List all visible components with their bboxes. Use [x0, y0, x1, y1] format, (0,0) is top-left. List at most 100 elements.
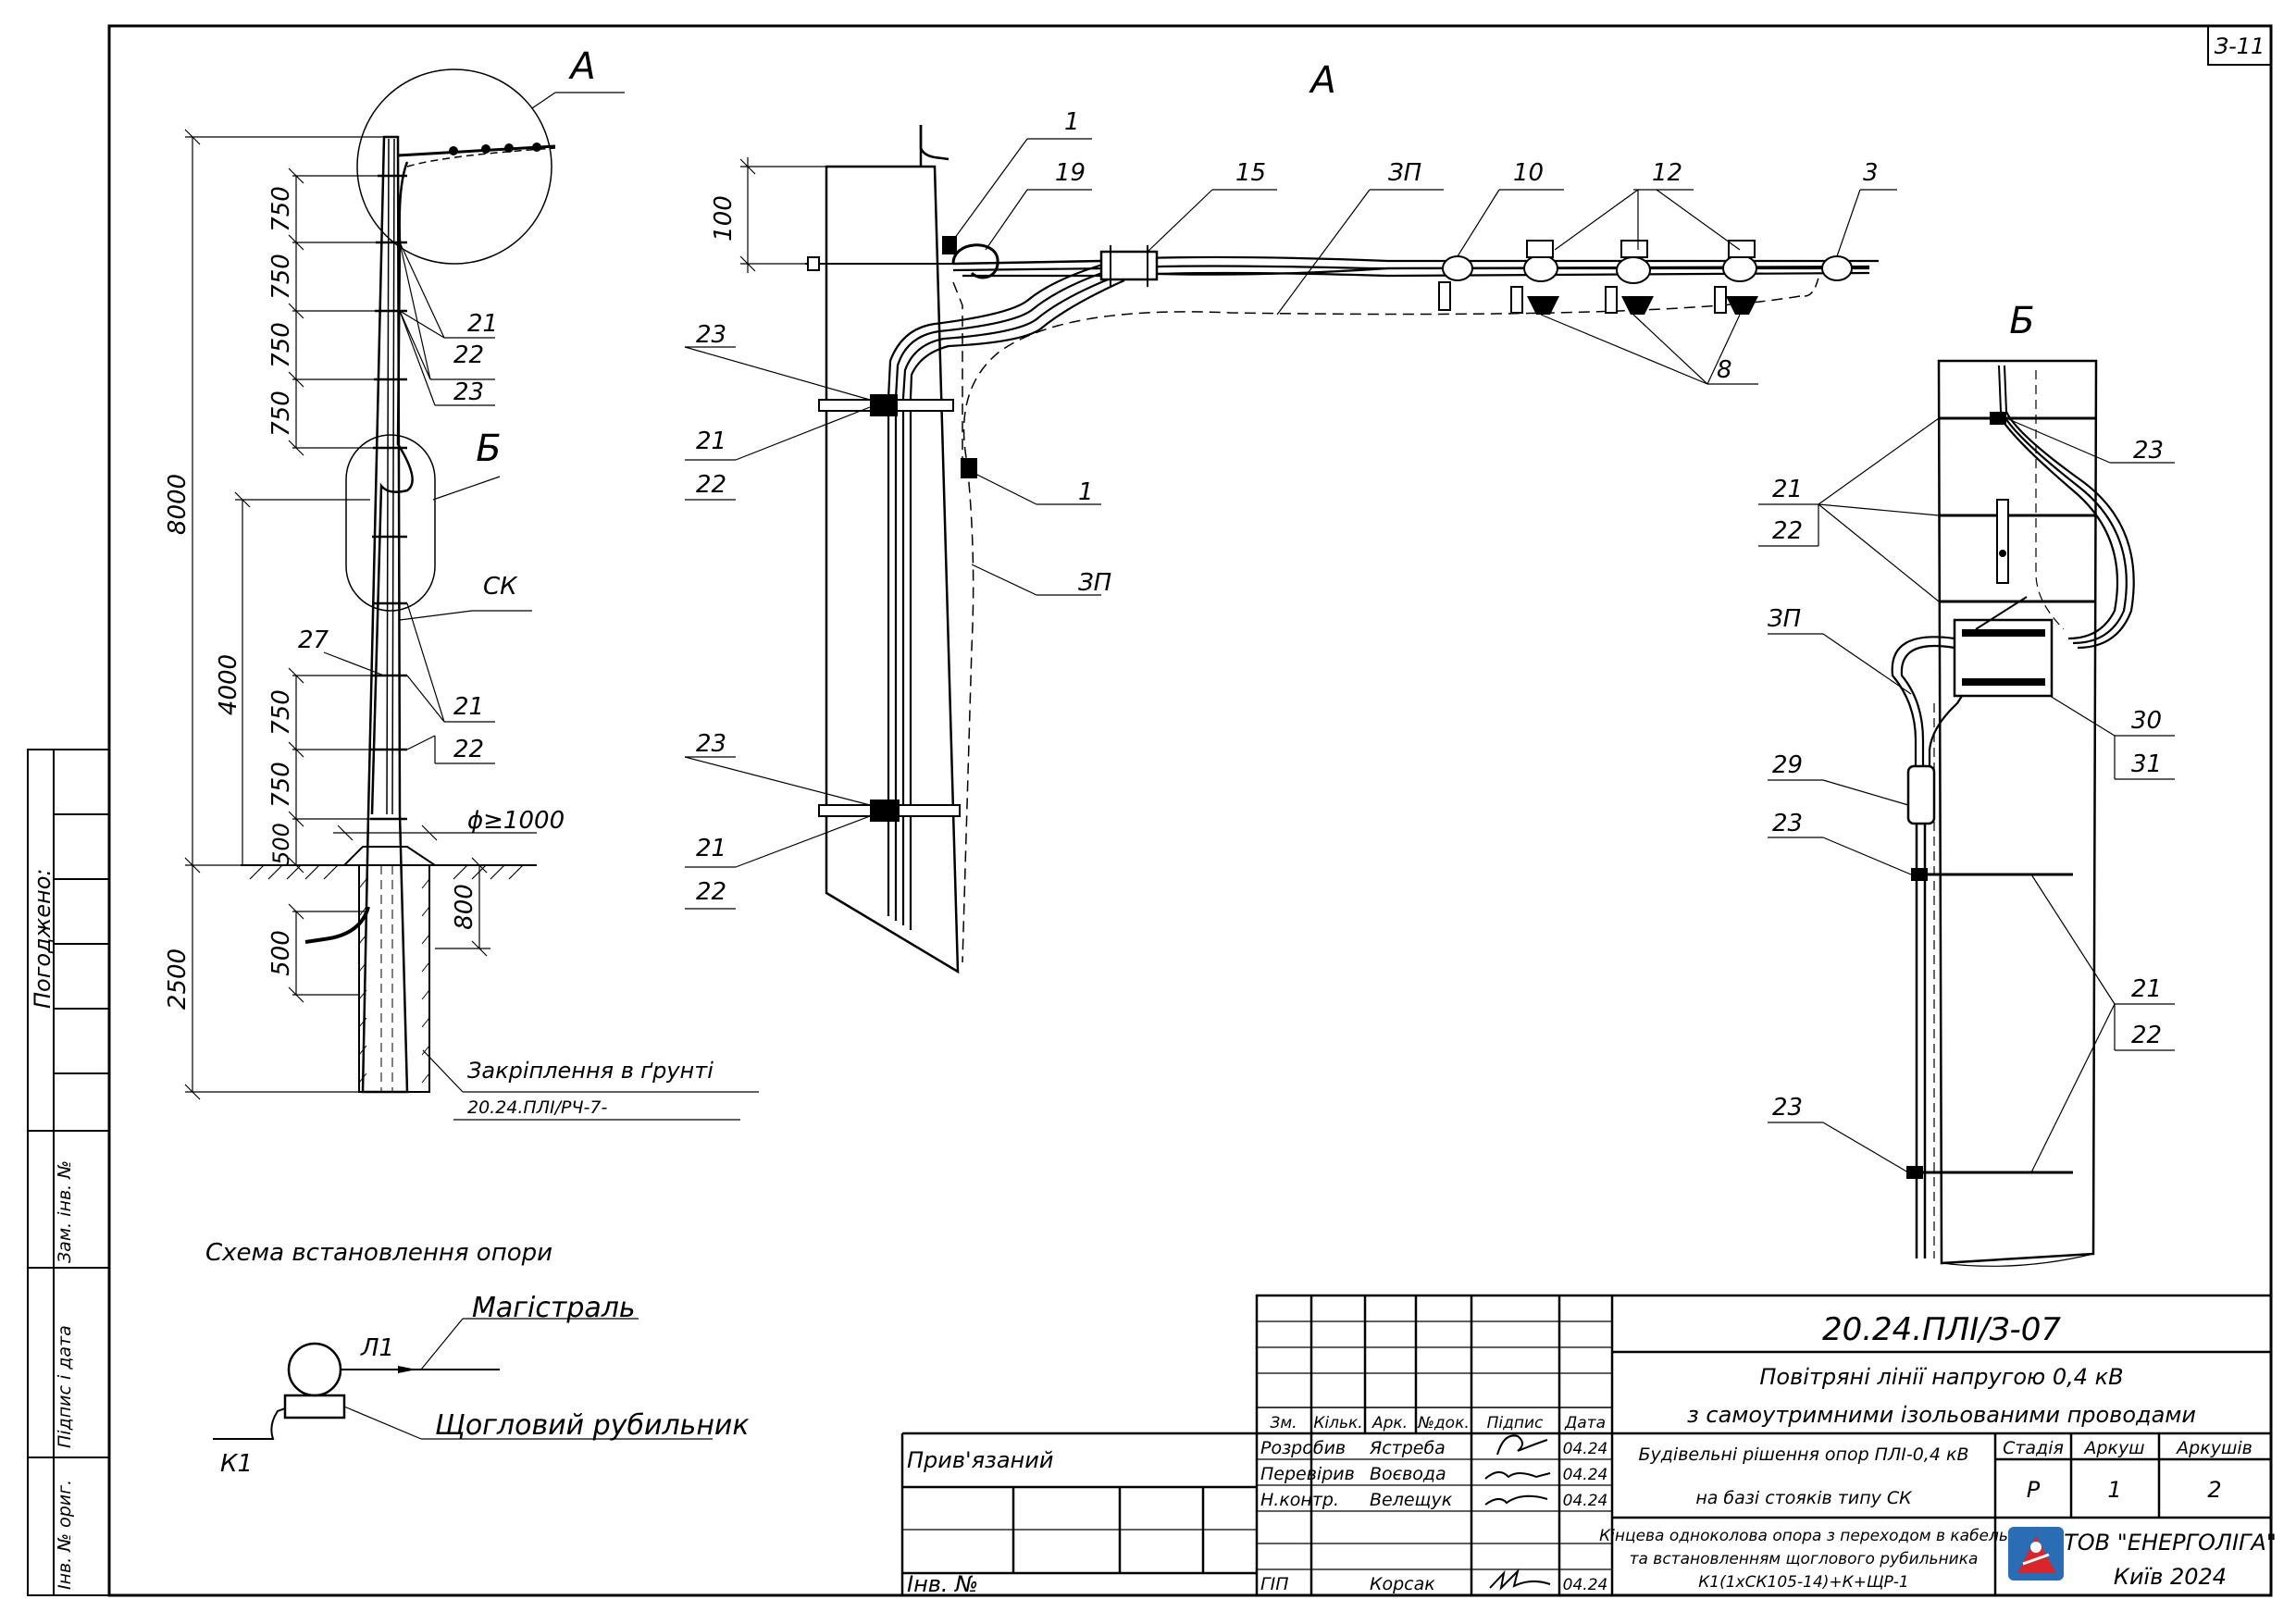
date-chief-engineer: 04.24: [1563, 1576, 1608, 1594]
label-sk: СК: [483, 573, 518, 601]
date-normcontrol: 04.24: [1563, 1492, 1608, 1510]
name-developer: Ястреба: [1369, 1438, 1446, 1458]
label-10: 10: [1513, 159, 1544, 187]
dim-spacing-1: 750: [267, 186, 295, 232]
stamp-inv-replace: Зам. інв. №: [55, 1160, 75, 1263]
ground-note-title: Закріплення в ґрунті: [467, 1058, 714, 1084]
stage-header: Стадія: [2003, 1438, 2064, 1458]
label-30: 30: [2131, 707, 2162, 735]
role-checker: Перевірив: [1260, 1464, 1355, 1484]
side-stamp: [27, 749, 110, 1596]
dim-pit-depth: 800: [451, 884, 478, 930]
installation-scheme: [213, 1318, 713, 1440]
label-22-lower: 22: [453, 736, 484, 763]
header-qty: Кільк.: [1313, 1414, 1362, 1432]
dim-lower-spacing-1: 750: [267, 689, 295, 736]
label-22-left: 22: [453, 341, 484, 369]
label-22-b-top: 22: [1772, 517, 1803, 545]
header-sheet: Арк.: [1371, 1414, 1408, 1432]
pole-elevation: [184, 68, 759, 1121]
label-zp-top: ЗП: [1388, 159, 1421, 187]
dim-pit-diameter: ϕ≥1000: [467, 807, 565, 835]
detail-b: [1758, 359, 2175, 1267]
scheme-k1: К1: [220, 1450, 253, 1478]
view-b-label-left: Б: [476, 428, 501, 470]
name-checker: Воєвода: [1370, 1464, 1446, 1484]
company-city: Київ 2024: [2114, 1564, 2227, 1590]
label-1-top: 1: [1064, 108, 1080, 136]
label-22-a-top: 22: [696, 471, 726, 499]
label-3: 3: [1863, 159, 1879, 187]
sheet-ref-box: [2207, 25, 2272, 66]
header-doc: №док.: [1417, 1414, 1470, 1432]
name-normcontrol: Велещук: [1370, 1490, 1453, 1510]
label-27: 27: [298, 626, 329, 654]
label-22-a-bot: 22: [696, 878, 726, 906]
desc-line-2: на базі стояків типу СК: [1695, 1488, 1913, 1508]
company-name: ТОВ "ЕНЕРГОЛІГА": [2064, 1530, 2277, 1556]
project-line-1: Повітряні лінії напругою 0,4 кВ: [1759, 1364, 2123, 1390]
date-checker: 04.24: [1563, 1466, 1608, 1484]
dim-bottom: 500: [267, 930, 295, 976]
stamp-inv-orig: Інв. № ориг.: [55, 1480, 75, 1590]
scheme-title: Схема встановлення опори: [205, 1239, 552, 1267]
label-23-b-bot: 23: [1772, 1094, 1803, 1122]
role-developer: Розробив: [1260, 1438, 1346, 1458]
scheme-mainline: Магістраль: [472, 1292, 636, 1324]
sheets-header: Аркушів: [2175, 1438, 2253, 1458]
company-logo: [2008, 1527, 2064, 1581]
inv-label: Інв. №: [907, 1571, 978, 1597]
title-block-thin-rows: [902, 1320, 1612, 1570]
header-rev: Зм.: [1270, 1414, 1297, 1432]
role-chief-engineer: ГІП: [1260, 1574, 1288, 1594]
label-23-left: 23: [453, 378, 484, 406]
label-23-a-bot: 23: [696, 730, 726, 758]
dim-top-offset: 100: [710, 195, 738, 242]
sheets-value: 2: [2207, 1477, 2221, 1503]
label-22-b-bot: 22: [2131, 1022, 2162, 1049]
project-line-2: з самоутримними ізольованими проводами: [1687, 1402, 2196, 1428]
ground-note-code: 20.24.ПЛІ/РЧ-7-: [467, 1097, 607, 1118]
label-19: 19: [1055, 159, 1086, 187]
label-21-a-top: 21: [696, 428, 726, 455]
sheet-desc-3: К1(1хСК105-14)+К+ЩР-1: [1698, 1573, 1909, 1592]
bound-label: Прив'язаний: [907, 1447, 1053, 1473]
view-a-label-main: А: [1308, 59, 1335, 102]
dim-lower-spacing-2: 750: [267, 762, 295, 808]
label-21-left: 21: [467, 310, 498, 338]
label-21-lower: 21: [453, 693, 484, 721]
header-date: Дата: [1564, 1414, 1606, 1432]
dim-underground: 2500: [164, 948, 192, 1010]
label-23-a-top: 23: [696, 321, 726, 349]
signatures: [1484, 1434, 1551, 1591]
scheme-l1: Л1: [360, 1334, 394, 1362]
sheet-header: Аркуш: [2082, 1438, 2144, 1458]
dim-lower-height: 4000: [215, 654, 242, 715]
detail-a: [684, 125, 1897, 974]
dim-spacing-3: 750: [267, 322, 295, 368]
dim-lower-spacing-3: 500: [268, 823, 294, 865]
label-23-b-top: 23: [2133, 437, 2164, 465]
view-a-label-left: А: [567, 45, 595, 88]
label-8: 8: [1717, 356, 1732, 384]
label-23-b-mid: 23: [1772, 810, 1803, 837]
label-31: 31: [2131, 750, 2162, 778]
stage-value: Р: [2027, 1477, 2041, 1503]
label-12: 12: [1652, 159, 1682, 187]
dim-spacing-4: 750: [267, 391, 295, 437]
doc-code: 20.24.ПЛІ/З-07: [1822, 1311, 2061, 1348]
label-zp-mid: ЗП: [1078, 569, 1111, 597]
scheme-switch: Щогловий рубильник: [435, 1409, 750, 1442]
sheet-value: 1: [2107, 1477, 2121, 1503]
desc-line-1: Будівельні рішення опор ПЛІ-0,4 кВ: [1639, 1444, 1969, 1465]
label-21-b-top: 21: [1772, 476, 1803, 503]
role-normcontrol: Н.контр.: [1260, 1490, 1339, 1510]
label-15: 15: [1235, 159, 1266, 187]
sheet-ref: З-11: [2215, 33, 2265, 59]
label-zp-b: ЗП: [1768, 605, 1801, 633]
label-1-mid: 1: [1078, 478, 1094, 506]
label-21-a-bot: 21: [696, 835, 726, 862]
stamp-agreed: Погоджено:: [30, 869, 56, 1009]
sheet-desc-2: та встановленням щоглового рубильника: [1630, 1550, 1979, 1568]
